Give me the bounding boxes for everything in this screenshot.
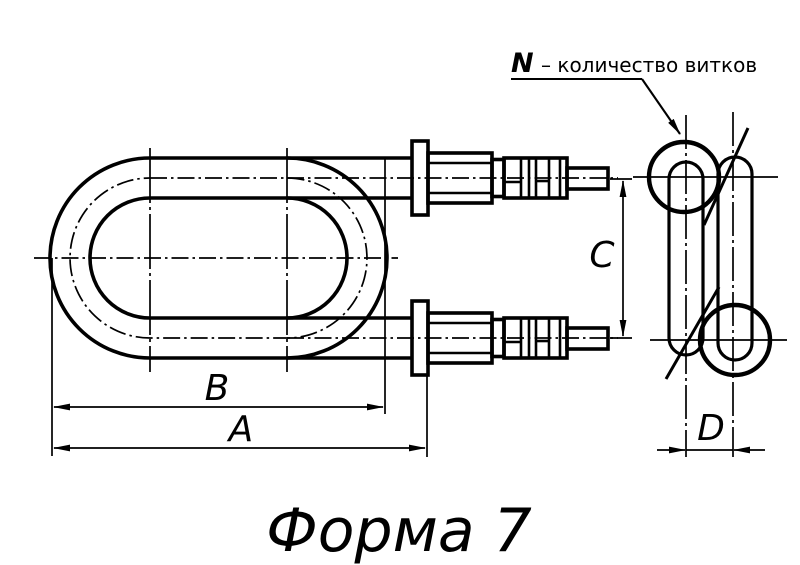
coil-note-text: – количество витков xyxy=(541,53,757,77)
dimension-label-d: D xyxy=(697,408,725,449)
dimension-d: D xyxy=(657,408,765,454)
dimension-b: B xyxy=(53,368,384,411)
dimension-c: C xyxy=(589,178,632,339)
front-view xyxy=(34,139,618,377)
leader-arrow xyxy=(641,78,681,135)
dimensions: B A C D xyxy=(51,158,765,457)
right-tube-run xyxy=(716,155,754,362)
coil-note-symbol: N xyxy=(511,48,534,79)
contact-pin xyxy=(565,166,610,191)
coil-crossing-upper xyxy=(702,127,750,226)
coil-crossing-lower xyxy=(664,286,721,380)
dimension-label-a: A xyxy=(227,409,254,450)
dimension-label-c: C xyxy=(589,235,615,276)
drawing-title: Форма 7 xyxy=(266,496,532,565)
coil-note: N – количество витков xyxy=(511,48,757,135)
left-tube-run xyxy=(667,160,705,357)
dimension-a: A xyxy=(53,409,426,452)
end-view xyxy=(633,112,787,457)
bottom-bend-circle xyxy=(697,302,773,378)
terminal-assembly xyxy=(410,139,610,217)
dimension-label-b: B xyxy=(205,368,230,409)
